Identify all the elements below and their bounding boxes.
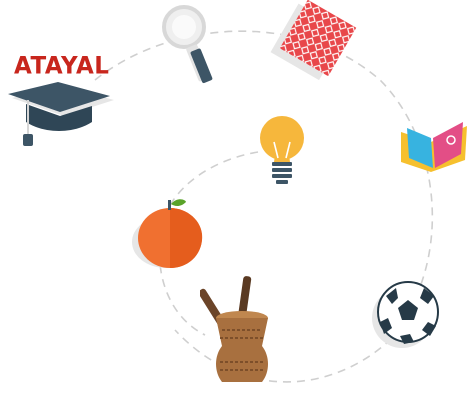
open-book-icon [401, 122, 467, 172]
magnifying-glass-icon [162, 5, 213, 84]
outer-orbit-path [94, 30, 434, 383]
soccer-ball-icon [372, 281, 439, 348]
woven-textile-pattern-icon [270, 0, 357, 81]
apple-icon [132, 199, 203, 268]
graduation-cap-icon [8, 82, 114, 146]
light-bulb-icon [260, 116, 304, 184]
mortar-and-pestle-icon [200, 276, 268, 382]
inner-orbit-path [158, 151, 259, 336]
brand-text: ATAYAL [14, 52, 110, 80]
